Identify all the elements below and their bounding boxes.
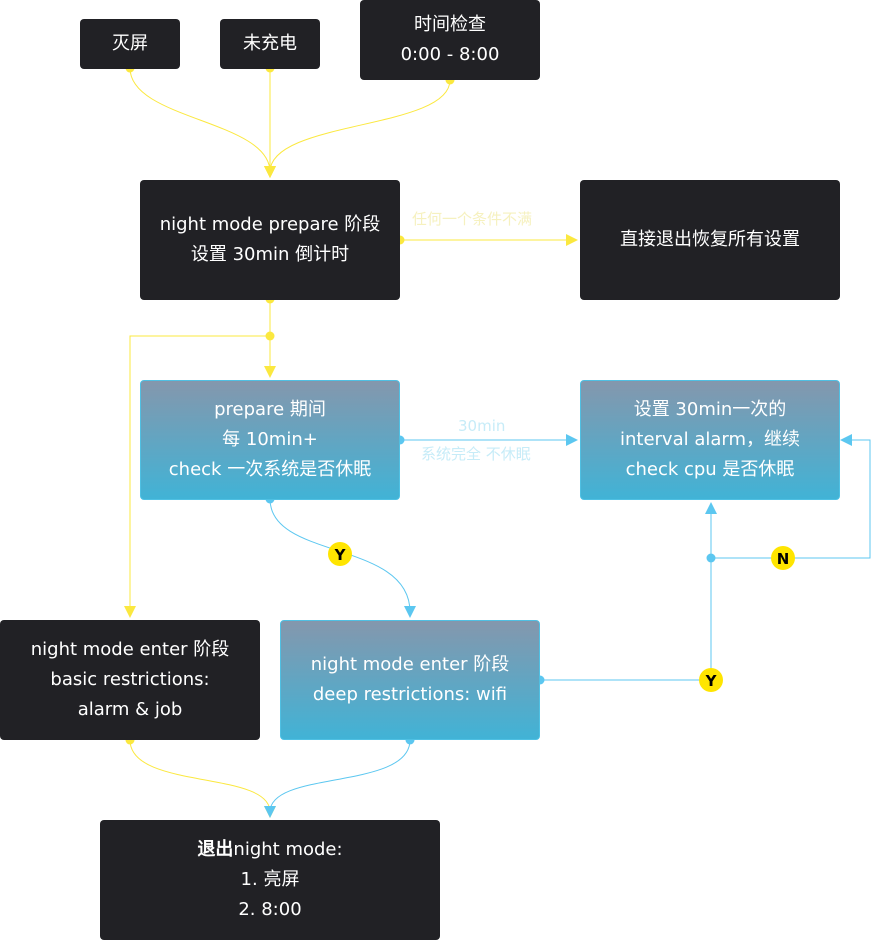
node-enter-deep: night mode enter 阶段 deep restrictions: w… [280, 620, 540, 740]
node-text: 0:00 - 8:00 [400, 44, 500, 65]
node-title: 退出night mode: [197, 835, 342, 865]
node-text: basic restrictions: [50, 669, 210, 690]
node-text: 1. 亮屏 [240, 869, 300, 890]
edge-enter-deep-to-exit [264, 739, 411, 818]
edge-label-not-sleeping: 系统完全 不休眠 [421, 445, 531, 463]
node-prepare-stage: night mode prepare 阶段 设置 30min 倒计时 [140, 180, 400, 300]
node-not-charging: 未充电 [220, 19, 320, 69]
node-title-rest: night mode: [233, 839, 343, 860]
node-text: 每 10min+ [222, 429, 318, 450]
node-interval-alarm: 设置 30min一次的 interval alarm，继续 check cpu … [580, 380, 840, 500]
edge-prepare-to-enter-basic [124, 335, 270, 618]
badge-n: N [771, 546, 795, 570]
node-text: 2. 8:00 [238, 899, 302, 920]
node-time-check: 时间检查 0:00 - 8:00 [360, 0, 540, 80]
node-screen-off: 灭屏 [80, 19, 180, 69]
node-prepare-period: prepare 期间 每 10min+ check 一次系统是否休眠 [140, 380, 400, 500]
edge-label-not-satisfied: 任何一个条件不满 [412, 210, 533, 228]
node-enter-basic: night mode enter 阶段 basic restrictions: … [0, 620, 260, 740]
edge-enter-deep-to-alarm [540, 502, 717, 681]
node-text: 设置 30min 倒计时 [190, 244, 350, 265]
node-text: night mode enter 阶段 [30, 639, 230, 660]
node-text: alarm & job [77, 699, 183, 720]
node-text: 灭屏 [112, 33, 148, 54]
node-title-bold: 退出 [197, 839, 234, 860]
edge-screen-off-to-prepare [129, 67, 276, 178]
edge-time-check-to-prepare [264, 79, 451, 178]
node-text: check cpu 是否休眠 [625, 459, 795, 480]
node-text: prepare 期间 [214, 399, 326, 420]
node-text: check 一次系统是否休眠 [168, 459, 372, 480]
edge-enter-basic-to-exit [129, 739, 276, 818]
node-text: 设置 30min一次的 [633, 399, 787, 420]
node-text: 直接退出恢复所有设置 [620, 229, 800, 250]
svg-text:Y: Y [334, 546, 347, 564]
node-text: 未充电 [243, 33, 297, 54]
node-text: deep restrictions: wifi [312, 684, 508, 705]
badge-y-right: Y [699, 668, 723, 692]
node-exit-night-mode: 退出night mode: 1. 亮屏 2. 8:00 [100, 820, 440, 940]
node-text: 时间检查 [414, 14, 486, 35]
edge-label-30min: 30min [458, 417, 506, 435]
svg-text:N: N [777, 550, 790, 568]
badge-y-left: Y [328, 542, 352, 566]
node-exit-restore: 直接退出恢复所有设置 [580, 180, 840, 300]
node-text: night mode prepare 阶段 [159, 214, 381, 235]
node-text: night mode enter 阶段 [310, 654, 510, 675]
node-text: interval alarm，继续 [619, 429, 801, 450]
svg-text:Y: Y [705, 672, 718, 690]
